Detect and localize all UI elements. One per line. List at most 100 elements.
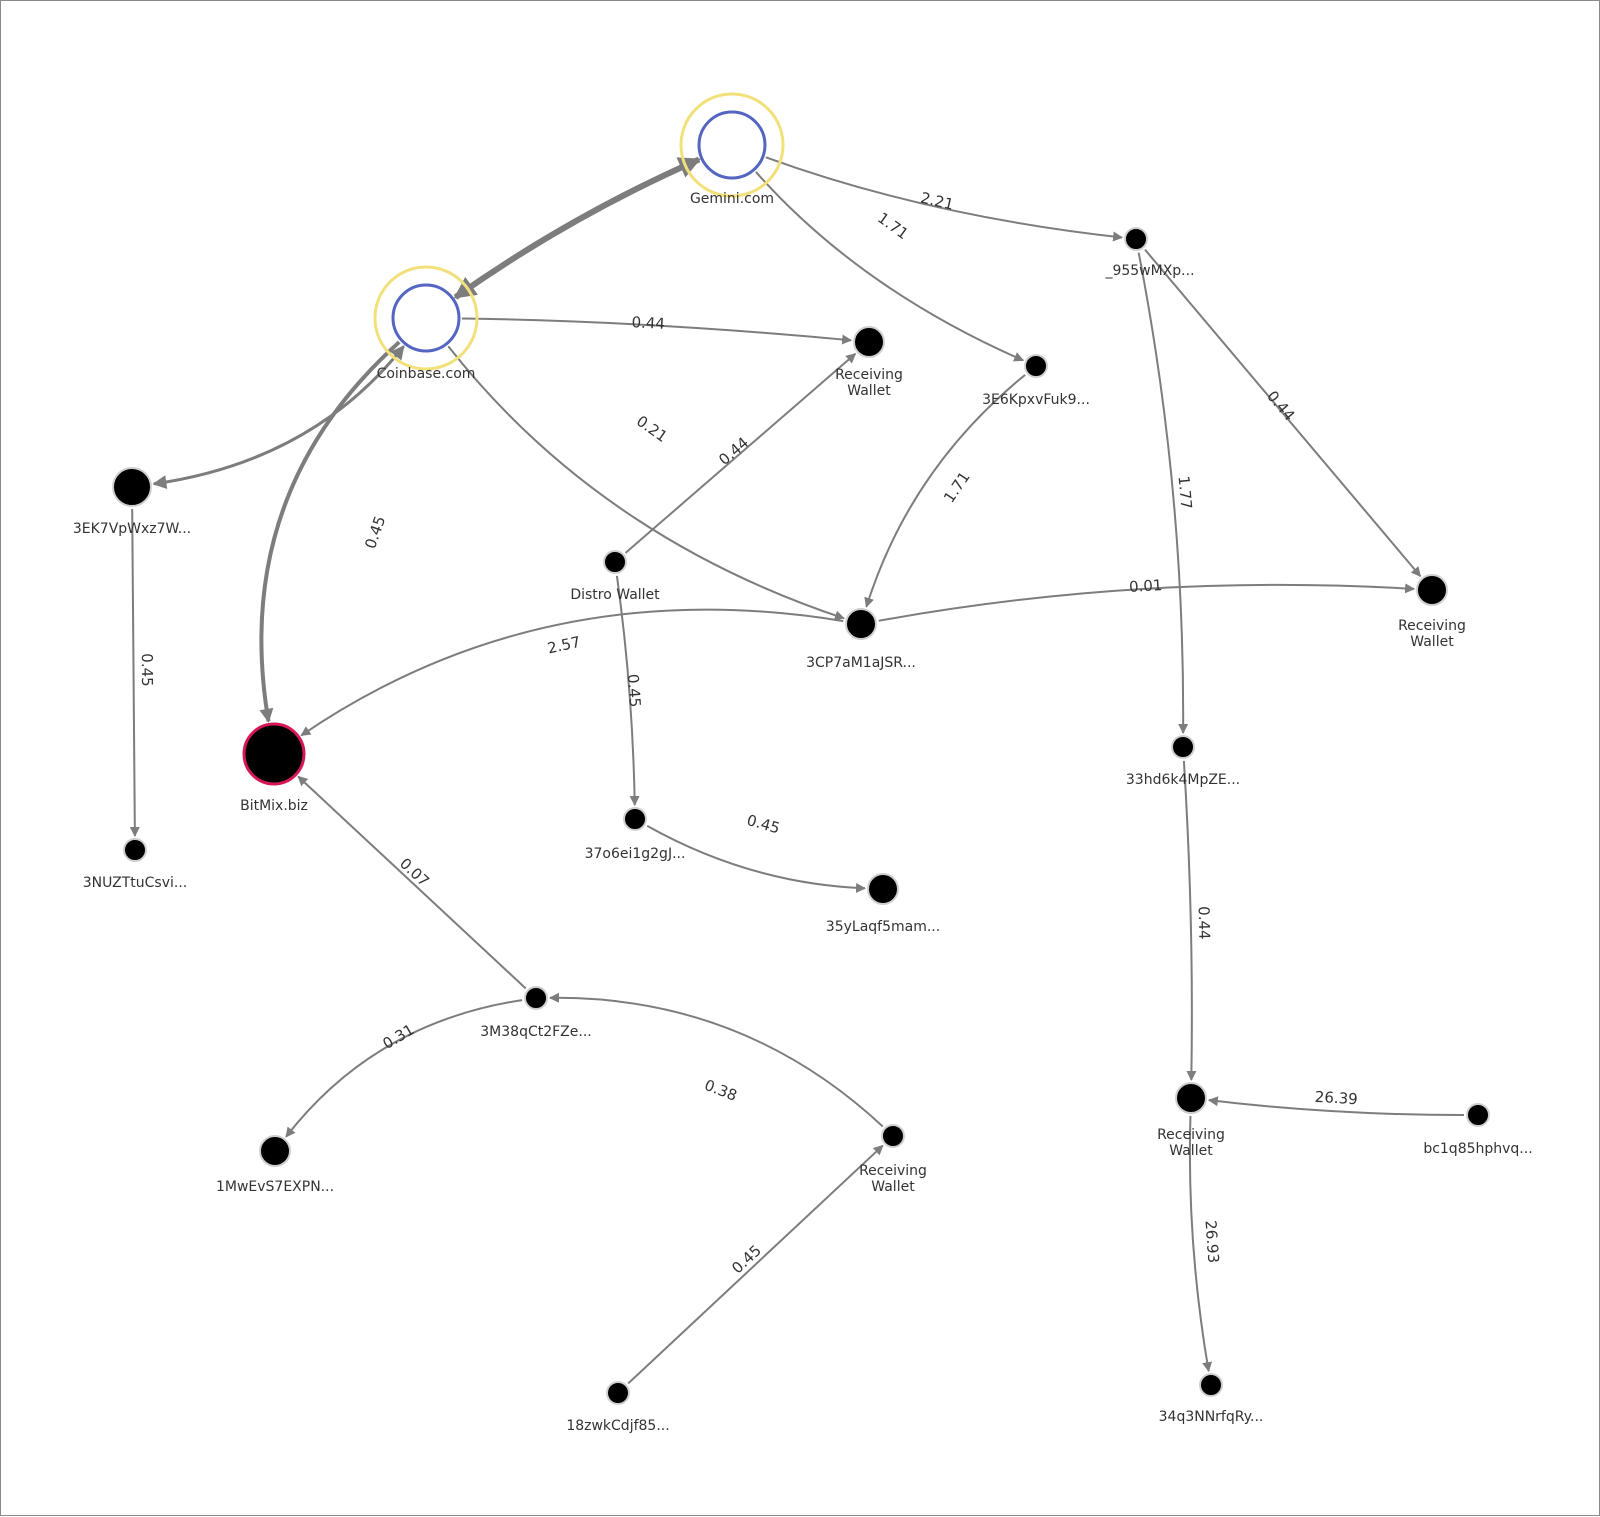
edge-label-rw3-n3m38: 0.38 (702, 1076, 740, 1105)
node-label-line: Distro Wallet (570, 587, 660, 603)
node-circle-n35y[interactable] (867, 873, 899, 905)
edge-n3m38-n1mw[interactable] (285, 999, 523, 1138)
node-circle-rw4[interactable] (1175, 1082, 1207, 1114)
node-distro[interactable]: Distro Wallet (570, 550, 660, 603)
node-label-line: Wallet (847, 383, 891, 399)
edge-distro-n37o6[interactable] (615, 575, 640, 807)
edge-coinbase-bitmix[interactable] (259, 340, 401, 723)
node-circle-rw3[interactable] (881, 1124, 905, 1148)
node-label-line: 35yLaqf5mam... (826, 919, 940, 935)
node-label-distro: Distro Wallet (570, 587, 660, 603)
edge-coinbase-n3cp7[interactable] (447, 345, 845, 621)
edge-gemini-n3e6[interactable] (755, 171, 1025, 362)
node-label-n3ek7: 3EK7VpWxz7W... (73, 521, 191, 537)
node-n3cp7[interactable]: 3CP7aM1aJSR... (806, 608, 916, 671)
node-label-line: BitMix.biz (240, 798, 308, 814)
node-label-line: 3EK7VpWxz7W... (73, 521, 191, 537)
node-label-n34q: 34q3NNrfqRy... (1159, 1409, 1264, 1425)
node-circle-n3nuz[interactable] (123, 838, 147, 862)
edge-label-n3e6-n3cp7: 1.71 (940, 468, 974, 506)
node-circle-gemini[interactable] (697, 110, 767, 180)
node-gemini[interactable]: Gemini.com (679, 92, 785, 207)
node-label-bc1q: bc1q85hphvq... (1423, 1141, 1532, 1157)
edge-n955-rw2[interactable] (1144, 249, 1422, 578)
node-n955[interactable]: _955wMXp... (1104, 227, 1195, 279)
edge-label-n955-rw2: 0.44 (1263, 387, 1298, 424)
node-label-line: Receiving (1157, 1127, 1225, 1143)
node-label-line: 3M38qCt2FZe... (480, 1024, 591, 1040)
edge-label-gemini-n955: 2.21 (919, 189, 956, 214)
node-bitmix[interactable]: BitMix.biz (240, 722, 308, 814)
node-circle-rw2[interactable] (1416, 574, 1448, 606)
edge-label-n3m38-n1mw: 0.31 (380, 1020, 418, 1052)
edge-n3cp7-rw2[interactable] (878, 583, 1416, 622)
node-circle-n33hd[interactable] (1171, 735, 1195, 759)
edge-n3cp7-bitmix[interactable] (300, 608, 844, 737)
node-circle-n3cp7[interactable] (845, 608, 877, 640)
node-label-line: Gemini.com (690, 191, 774, 207)
node-n33hd[interactable]: 33hd6k4MpZE... (1126, 735, 1240, 788)
edge-n955-n33hd[interactable] (1137, 252, 1189, 734)
node-n35y[interactable]: 35yLaqf5mam... (826, 873, 940, 935)
node-bc1q[interactable]: bc1q85hphvq... (1423, 1103, 1533, 1157)
node-n1mw[interactable]: 1MwEvS7EXPN... (216, 1135, 334, 1195)
edge-label-coinbase-bitmix: 0.45 (361, 514, 389, 551)
edge-coinbase-gemini[interactable] (453, 156, 702, 300)
node-circle-n3m38[interactable] (524, 986, 548, 1010)
node-circle-coinbase[interactable] (391, 283, 461, 353)
edges-layer: 2.211.710.440.210.450.441.710.441.770.01… (129, 156, 1465, 1385)
node-label-n3e6: 3E6KpxvFuk9... (982, 392, 1090, 408)
edge-label-n3ek7-n3nuz: 0.45 (138, 653, 156, 687)
node-circle-n955[interactable] (1124, 227, 1148, 251)
node-circle-n1mw[interactable] (259, 1135, 291, 1167)
edge-rw3-n3m38[interactable] (548, 992, 884, 1128)
node-halo-gemini (679, 92, 785, 198)
node-label-line: Receiving (1398, 618, 1466, 634)
edge-label-distro-n37o6: 0.45 (624, 673, 645, 708)
node-circle-rw1[interactable] (853, 326, 885, 358)
node-n3e6[interactable]: 3E6KpxvFuk9... (982, 354, 1090, 408)
node-label-line: Wallet (1410, 634, 1454, 650)
edge-n3ek7-n3nuz[interactable] (129, 508, 140, 837)
edge-bc1q-rw4[interactable] (1207, 1096, 1465, 1117)
edge-n33hd-rw4[interactable] (1182, 760, 1197, 1081)
node-label-gemini: Gemini.com (690, 191, 774, 207)
node-circle-n37o6[interactable] (623, 807, 647, 831)
node-n37o6[interactable]: 37o6ei1g2gJ... (585, 807, 686, 862)
edge-n37o6-n35y[interactable] (646, 824, 867, 893)
node-label-n33hd: 33hd6k4MpZE... (1126, 772, 1240, 788)
edge-n3m38-bitmix[interactable] (297, 775, 527, 990)
edge-n18zw-rw3[interactable] (627, 1144, 884, 1385)
node-n3m38[interactable]: 3M38qCt2FZe... (480, 986, 592, 1040)
node-circle-bc1q[interactable] (1466, 1103, 1490, 1127)
node-circle-n34q[interactable] (1199, 1373, 1223, 1397)
edge-rw4-n34q[interactable] (1188, 1115, 1213, 1373)
node-circle-n18zw[interactable] (606, 1381, 630, 1405)
edge-coinbase-rw1[interactable] (461, 317, 853, 345)
node-coinbase[interactable]: Coinbase.com (373, 265, 479, 382)
edge-distro-rw1[interactable] (624, 353, 857, 554)
node-n18zw[interactable]: 18zwkCdjf85... (566, 1381, 670, 1434)
node-n3ek7[interactable]: 3EK7VpWxz7W... (73, 467, 191, 537)
node-label-n3m38: 3M38qCt2FZe... (480, 1024, 591, 1040)
node-circle-distro[interactable] (603, 550, 627, 574)
node-n34q[interactable]: 34q3NNrfqRy... (1159, 1373, 1264, 1425)
node-n3nuz[interactable]: 3NUZTtuCsvi... (83, 838, 187, 891)
edge-gemini-n955[interactable] (765, 156, 1124, 242)
node-label-line: 3NUZTtuCsvi... (83, 875, 187, 891)
edge-label-n33hd-rw4: 0.44 (1195, 906, 1214, 940)
node-label-n955: _955wMXp... (1104, 263, 1194, 279)
node-circle-n3ek7[interactable] (112, 467, 152, 507)
node-circle-bitmix[interactable] (242, 722, 306, 786)
edge-label-coinbase-n3cp7: 0.21 (633, 412, 671, 446)
edge-coinbase-n3ek7[interactable] (152, 345, 405, 490)
node-label-n1mw: 1MwEvS7EXPN... (216, 1179, 334, 1195)
edge-n3e6-n3cp7[interactable] (864, 374, 1026, 608)
node-circle-n3e6[interactable] (1024, 354, 1048, 378)
